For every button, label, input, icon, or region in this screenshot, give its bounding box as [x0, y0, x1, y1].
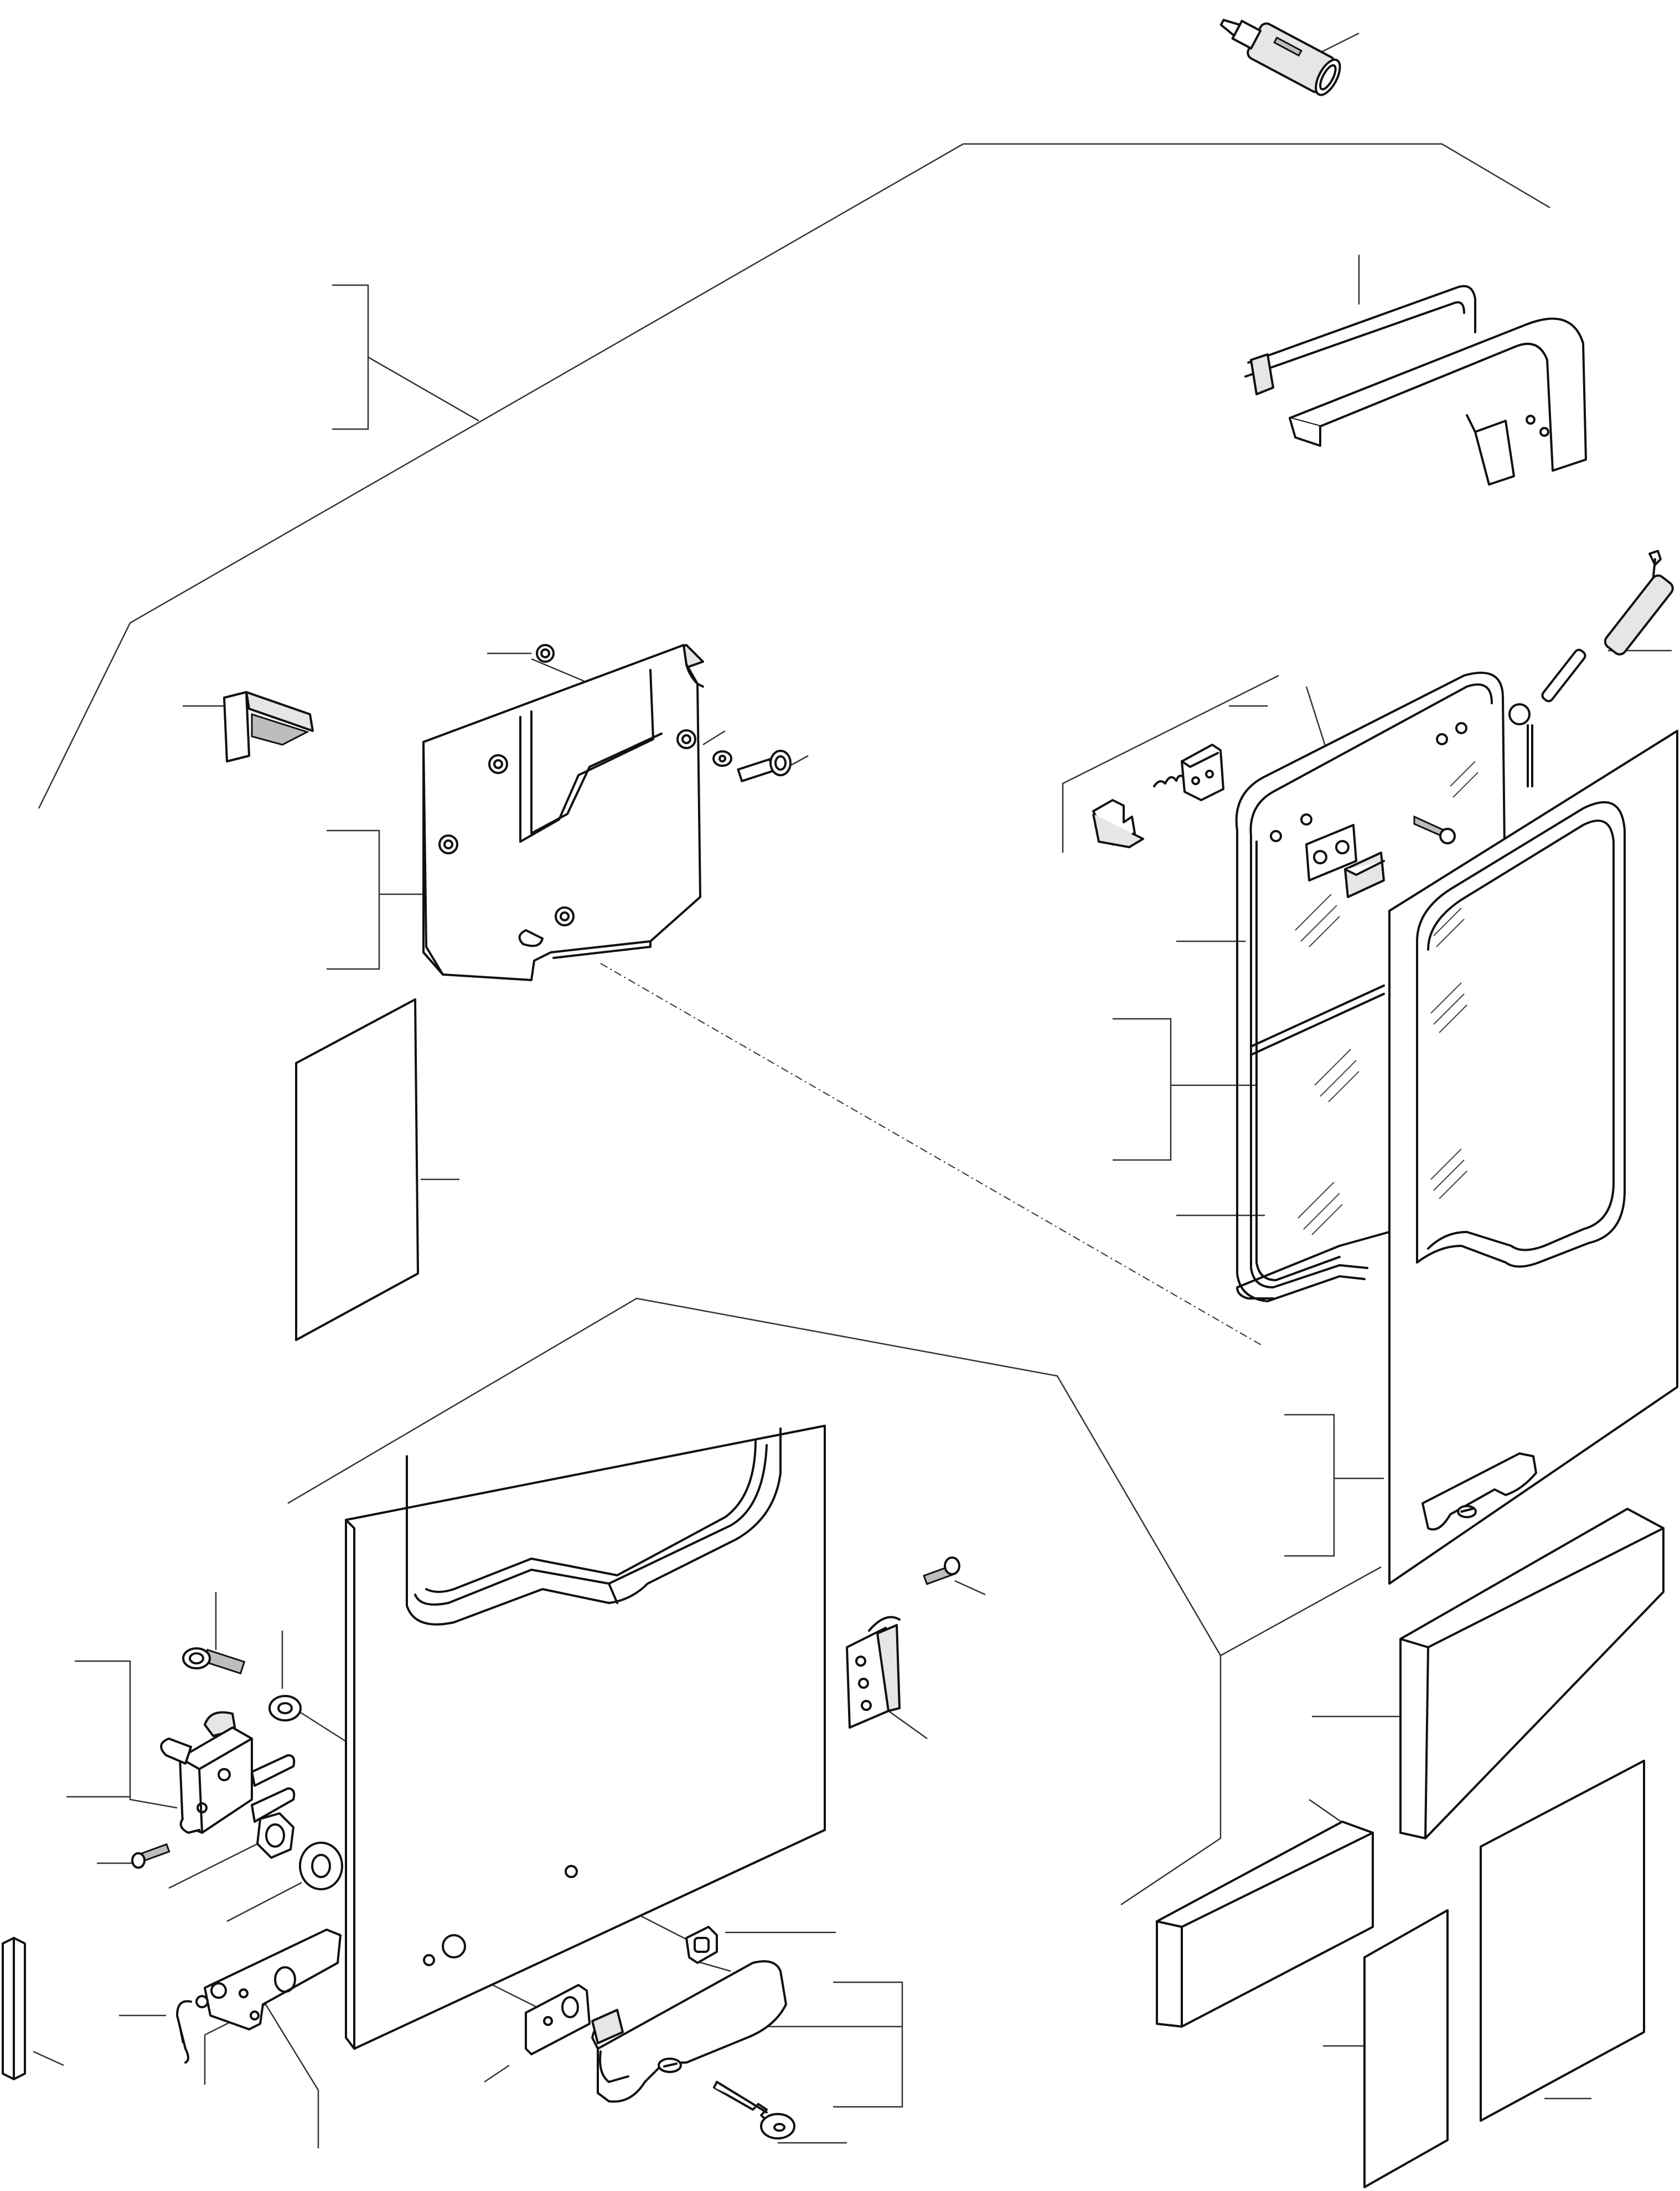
door-key [713, 2081, 795, 2140]
door-seal-profile [1244, 285, 1587, 486]
nut [536, 644, 555, 663]
catch-assembly [1092, 744, 1224, 848]
glass-pane-tall [1480, 1760, 1645, 2122]
hinge-bolt [923, 1556, 960, 1585]
upper-inner-panel [422, 644, 704, 981]
sealant-cartridge [1219, 19, 1341, 96]
lower-door-panel [345, 1425, 826, 2050]
edge-seal-strip [2, 1937, 26, 2080]
outer-door-handle [1421, 1452, 1537, 1531]
latch-screw [131, 1843, 170, 1869]
latch-lock-washer [299, 1842, 343, 1890]
door-glass-hatch [1430, 908, 1467, 1199]
latch-washer [268, 1695, 302, 1721]
washer-and-bolt [712, 750, 792, 782]
frame-latch-plate [1305, 824, 1385, 898]
glass-pane-small [1363, 1909, 1449, 2188]
pad-small [1156, 1821, 1374, 2028]
assembly-group-lines [38, 143, 1550, 1906]
escutcheon-small [685, 1926, 718, 1964]
latch-bolt [182, 1647, 246, 1675]
latch-body [160, 1711, 296, 1834]
angle-bracket [223, 691, 314, 762]
latch-nut [256, 1812, 294, 1859]
left-glass-pane [295, 998, 419, 1341]
door-hinge [846, 1616, 901, 1729]
frame-screw [1413, 815, 1456, 844]
gas-strut [1508, 550, 1674, 787]
escutcheon-large [525, 1984, 591, 2055]
striker-plate [195, 1929, 342, 2030]
inner-door-handle [591, 1960, 787, 2103]
spring-clip [176, 2000, 192, 2064]
glass-hatch [1295, 761, 1479, 1235]
outer-door-panel [1388, 730, 1678, 1585]
pad-large [1399, 1508, 1665, 1839]
